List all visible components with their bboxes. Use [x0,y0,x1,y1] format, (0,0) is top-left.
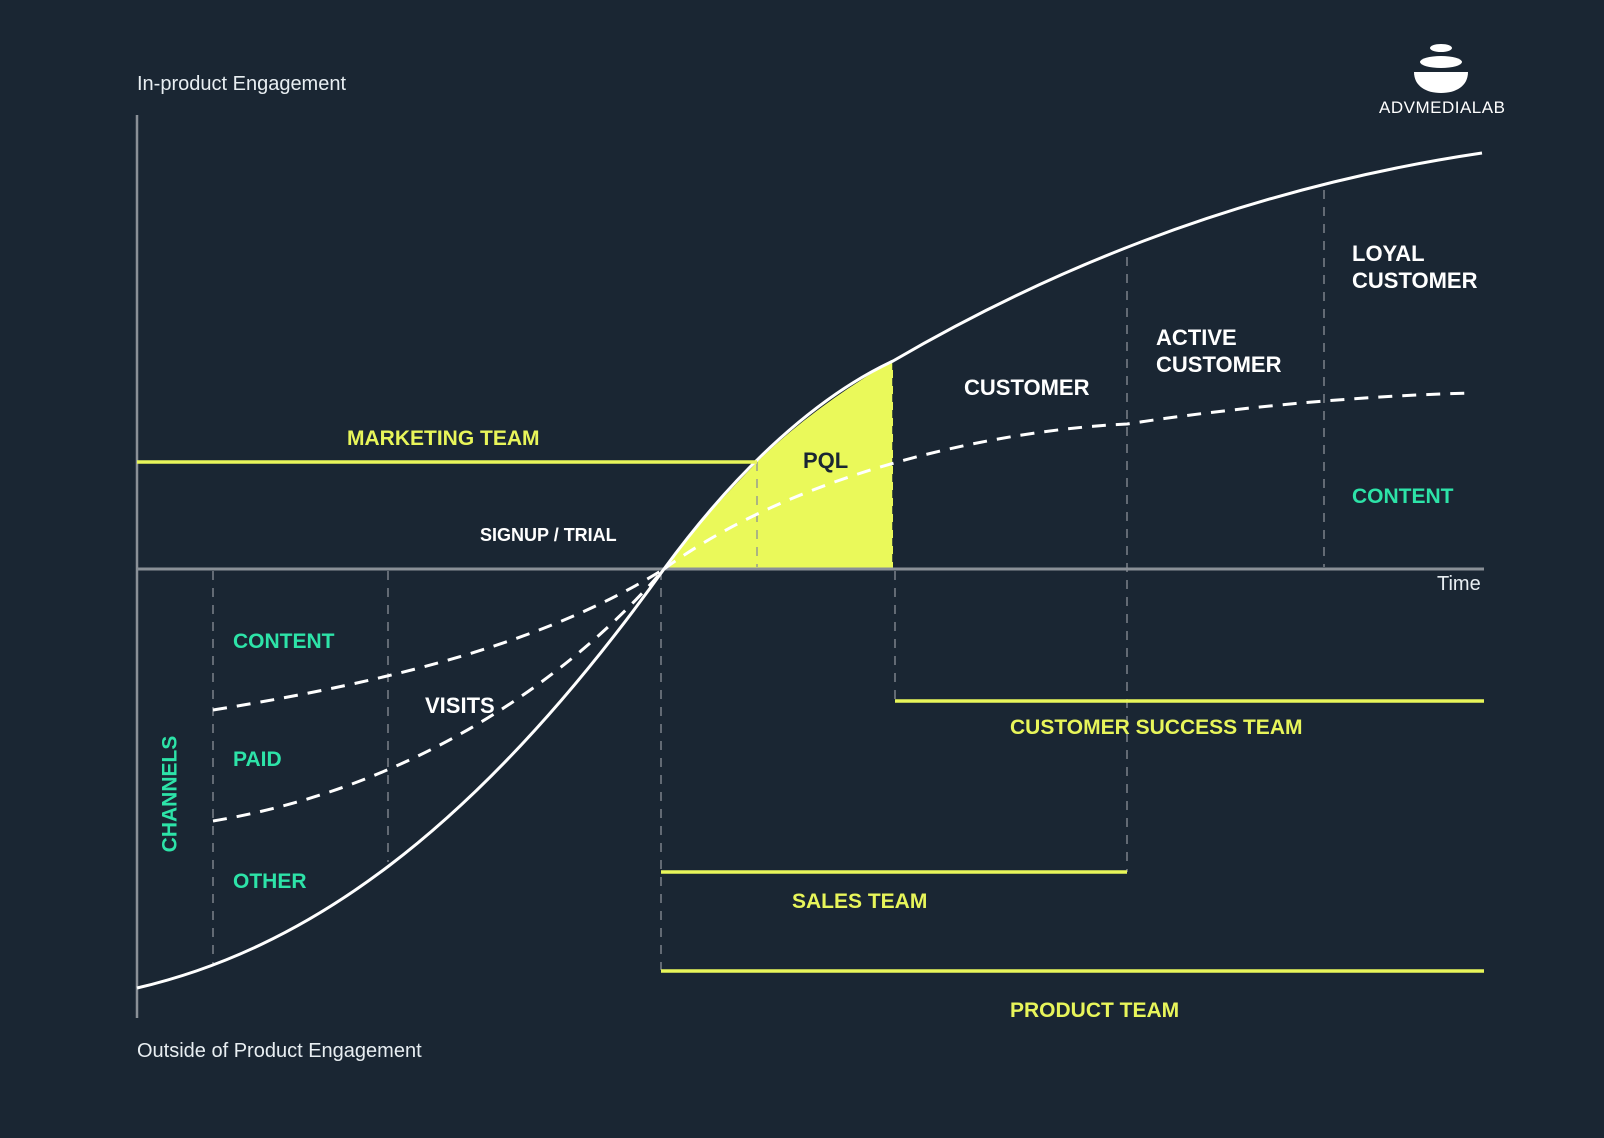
content-channel-curve [212,567,665,712]
brand-name: ADVMEDIALAB [1379,98,1506,117]
product-team-label: PRODUCT TEAM [1010,999,1180,1022]
stacked-stones-logo-icon [1414,44,1468,93]
loyal-customer-label-line2: CUSTOMER [1352,268,1478,293]
right-content-label: CONTENT [1352,485,1454,508]
active-customer-label-line1: ACTIVE [1156,325,1237,350]
active-customer-label-line2: CUSTOMER [1156,352,1282,377]
signup-trial-label: SIGNUP / TRIAL [480,525,617,545]
paid-channel-curve [212,568,666,823]
pql-highlight-area [664,361,893,569]
marketing-team-label: MARKETING TEAM [347,427,540,450]
y-axis-bottom-label: Outside of Product Engagement [137,1040,422,1062]
channel-other-label: OTHER [233,870,307,893]
upper-dashed-curve [663,391,1475,571]
channel-content-label: CONTENT [233,630,335,653]
customer-label: CUSTOMER [964,375,1090,400]
loyal-customer-label-line1: LOYAL [1352,241,1425,266]
customer-success-team-label: CUSTOMER SUCCESS TEAM [1010,716,1303,739]
engagement-curve [136,151,1483,990]
sales-team-label: SALES TEAM [792,890,928,913]
channel-paid-label: PAID [233,748,282,771]
channels-title: CHANNELS [158,735,182,853]
y-axis-top-label: In-product Engagement [137,73,347,95]
x-axis-label: Time [1437,573,1481,595]
pql-label: PQL [803,448,849,473]
visits-label: VISITS [425,693,495,718]
